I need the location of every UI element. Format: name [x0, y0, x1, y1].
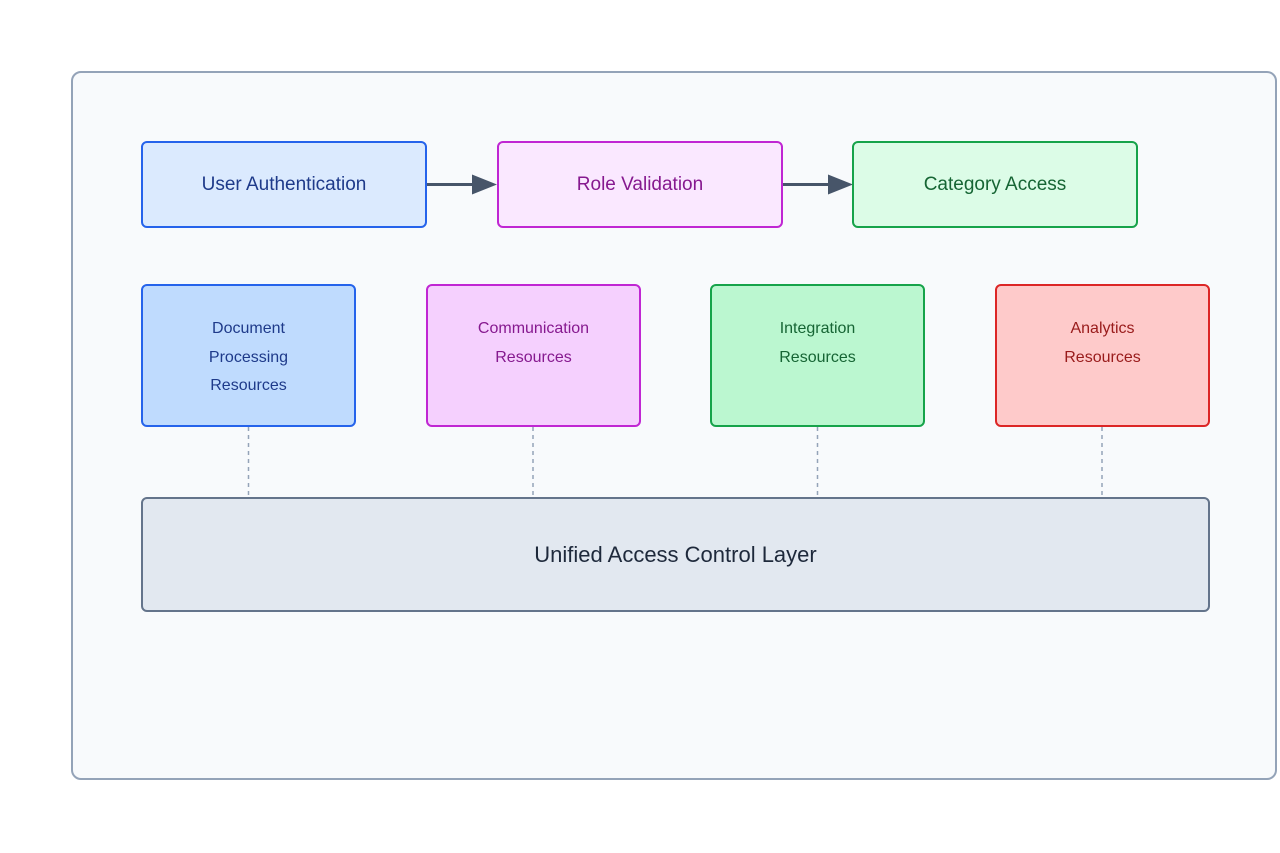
resource-label-line: Resources — [779, 348, 856, 366]
unified-access-control-layer-label: Unified Access Control Layer — [534, 541, 817, 567]
document-processing-resources-node: Document Processing Resources — [141, 284, 356, 427]
resource-label-line: Integration — [779, 320, 856, 337]
role-validation-label: Role Validation — [576, 173, 704, 195]
user-authentication-label: User Authentication — [201, 173, 367, 195]
resource-label-line: Resources — [1064, 348, 1141, 366]
resource-label-line: Analytics — [1070, 320, 1135, 337]
user-authentication-node: User Authentication — [141, 141, 427, 228]
category-access-node: Category Access — [852, 141, 1138, 228]
unified-access-control-layer: Unified Access Control Layer — [141, 497, 1210, 612]
resource-label-line: Resources — [495, 348, 572, 366]
communication-resources-node: Communication Resources — [426, 284, 641, 427]
integration-resources-node: Integration Resources — [710, 284, 925, 427]
resource-label-line: Communication — [477, 320, 590, 337]
category-access-label: Category Access — [923, 173, 1067, 195]
resource-label-line: Document — [212, 320, 285, 337]
resource-label-line: Resources — [210, 377, 287, 394]
analytics-resources-node: Analytics Resources — [995, 284, 1210, 427]
resource-label-line: Processing — [208, 348, 289, 366]
role-validation-node: Role Validation — [497, 141, 783, 228]
